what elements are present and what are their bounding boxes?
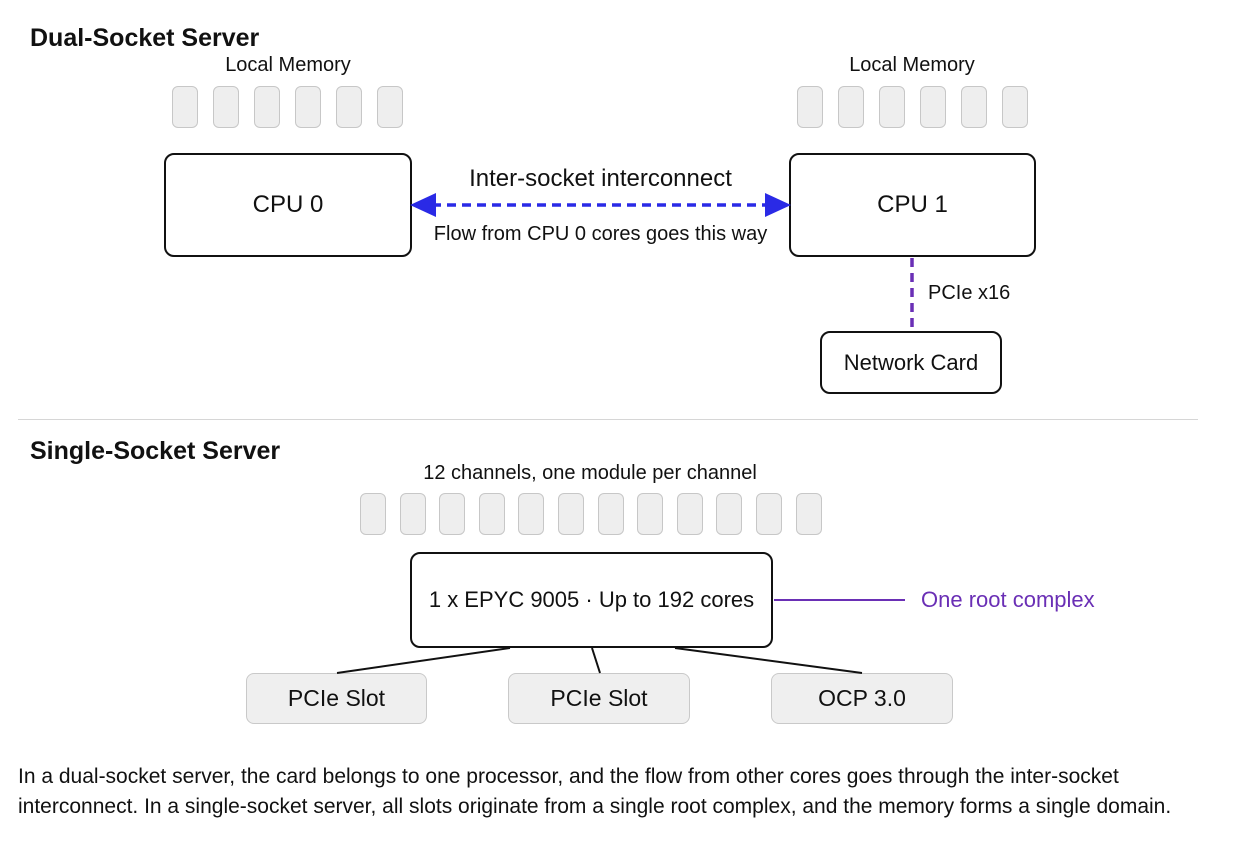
- pcie-slot-1: PCIe Slot: [246, 673, 427, 724]
- memory-module: [360, 493, 386, 535]
- memory-module: [676, 493, 703, 535]
- cpu1-label: CPU 1: [877, 191, 948, 218]
- interconnect-arrow-left: [410, 193, 436, 217]
- cpu0-box: CPU 0: [164, 153, 412, 257]
- memory-module: [172, 86, 198, 128]
- network-card-label: Network Card: [843, 349, 979, 375]
- memory-module: [377, 86, 403, 128]
- memory-module: [795, 493, 822, 535]
- dual-socket-title: Dual-Socket Server: [30, 24, 260, 52]
- memory-module: [797, 86, 823, 128]
- ocp-slot: OCP 3.0: [771, 673, 953, 724]
- root-complex-label: One root complex: [921, 587, 1095, 612]
- memory-module: [295, 86, 321, 128]
- cpu0-memory-label: Local Memory: [225, 54, 351, 76]
- single-memory-label: 12 channels, one module per channel: [423, 462, 757, 484]
- cpu1-memory-label: Local Memory: [849, 54, 975, 76]
- section-divider: [18, 419, 1198, 420]
- epyc-cpu-label: 1 x EPYC 9005 · Up to 192 cores: [428, 587, 755, 612]
- memory-module: [838, 86, 864, 128]
- memory-module: [716, 493, 743, 535]
- interconnect-label: Inter-socket interconnect: [469, 165, 732, 192]
- memory-module: [558, 493, 584, 535]
- memory-module: [399, 493, 426, 535]
- memory-module: [756, 493, 782, 535]
- interconnect-arrow-right: [765, 193, 791, 217]
- cpu-to-ocp-line: [674, 647, 863, 674]
- memory-module: [961, 86, 987, 128]
- memory-module: [213, 86, 239, 128]
- pcie-slot-2: PCIe Slot: [508, 673, 690, 724]
- cpu0-label: CPU 0: [252, 191, 324, 218]
- cpu1-box: CPU 1: [789, 153, 1036, 257]
- slot-label: PCIe Slot: [287, 685, 386, 711]
- cpu-to-slot2-line: [591, 647, 601, 674]
- memory-module: [518, 493, 545, 535]
- memory-module: [1002, 86, 1028, 128]
- cpu-to-slot1-line: [336, 647, 511, 674]
- pcie-x16-label: PCIe x16: [928, 282, 1011, 304]
- memory-module: [254, 86, 280, 128]
- memory-module: [637, 493, 664, 535]
- flow-direction-label: Flow from CPU 0 cores goes this way: [433, 223, 768, 245]
- epyc-cpu-box: 1 x EPYC 9005 · Up to 192 cores: [410, 552, 773, 648]
- single-socket-title: Single-Socket Server: [30, 437, 281, 465]
- slot-label: PCIe Slot: [550, 685, 648, 711]
- network-card-box: Network Card: [820, 331, 1002, 394]
- memory-module: [336, 86, 362, 128]
- caption-text: In a dual-socket server, the card belong…: [18, 765, 1172, 818]
- memory-module: [920, 86, 946, 128]
- slot-label: OCP 3.0: [818, 685, 906, 711]
- memory-module: [439, 493, 466, 535]
- memory-module: [879, 86, 905, 128]
- memory-module: [478, 493, 505, 535]
- memory-module: [597, 493, 624, 535]
